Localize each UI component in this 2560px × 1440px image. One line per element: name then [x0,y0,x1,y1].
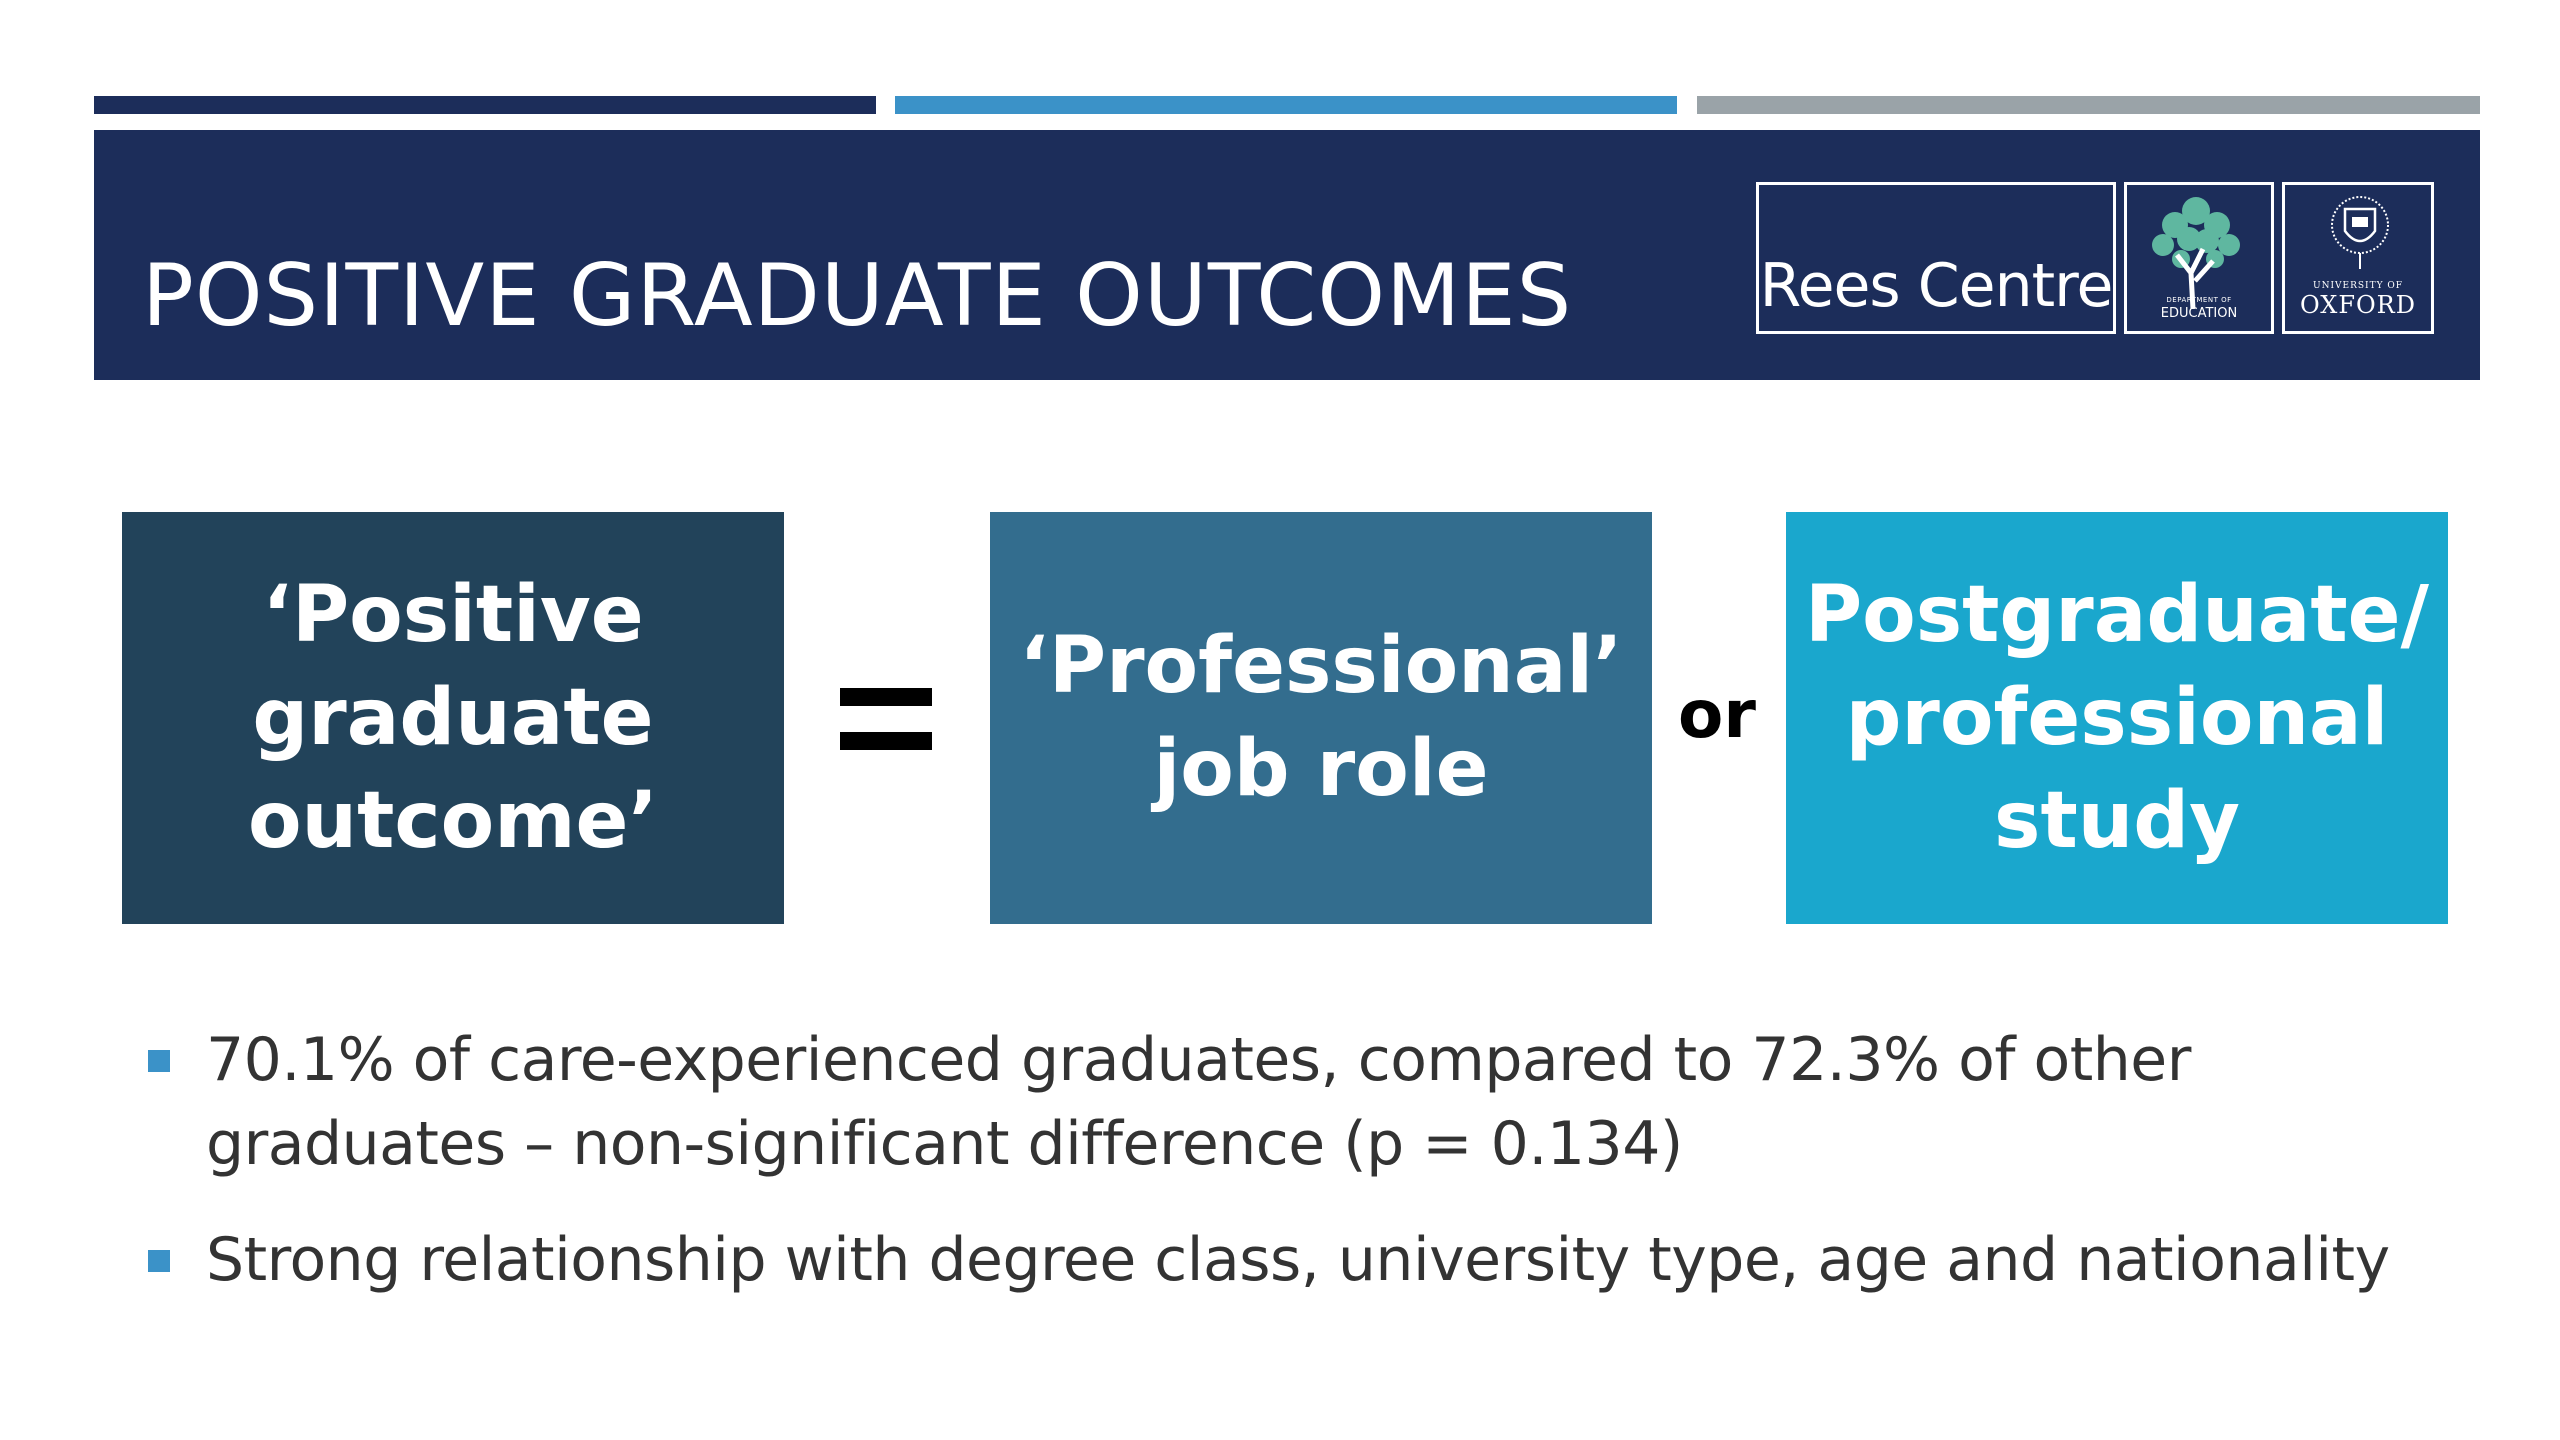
positive-outcome-box: ‘Positive graduate outcome’ [122,512,784,924]
logo-group: Rees Centre DEPARTMENT OF E [1756,182,2434,334]
square-bullet-icon [148,1250,170,1272]
equals-sign [840,688,932,750]
equals-bar-top [840,688,932,706]
rees-centre-logo: Rees Centre [1756,182,2116,334]
postgraduate-study-label: Postgraduate/ professional study [1804,569,2430,866]
accent-bar-grey [1697,96,2480,114]
square-bullet-icon [148,1050,170,1072]
edu-name-label: EDUCATION [2160,306,2238,321]
title-banner: POSITIVE GRADUATE OUTCOMES Rees Centre [94,130,2480,380]
bullet-list: 70.1% of care-experienced graduates, com… [148,1018,2438,1302]
bullet-item: 70.1% of care-experienced graduates, com… [148,1018,2438,1186]
oxford-logo-text: UNIVERSITY OF OXFORD [2285,281,2431,319]
postgraduate-study-box: Postgraduate/ professional study [1786,512,2448,924]
university-of-oxford-logo: UNIVERSITY OF OXFORD [2282,182,2434,334]
education-logo-text: DEPARTMENT OF EDUCATION [2127,293,2271,321]
tree-icon [2152,197,2240,309]
slide-title: POSITIVE GRADUATE OUTCOMES [142,246,1573,346]
oxford-uni-label: UNIVERSITY OF [2312,281,2403,291]
oxford-crest-icon [2331,196,2389,269]
bullet-item: Strong relationship with degree class, u… [148,1218,2438,1302]
accent-bar-blue [895,96,1677,114]
department-of-education-logo: DEPARTMENT OF EDUCATION [2124,182,2274,334]
or-connector: or [1678,676,1756,753]
accent-bar-dark [94,96,876,114]
professional-job-label: ‘Professional’ job role [1019,621,1623,814]
bullet-text: 70.1% of care-experienced graduates, com… [206,1025,2191,1179]
rees-centre-wordmark: Rees Centre [1759,251,2114,321]
equals-bar-bottom [840,732,932,750]
oxford-name-label: OXFORD [2300,291,2416,319]
positive-outcome-label: ‘Positive graduate outcome’ [247,569,659,866]
bullet-text: Strong relationship with degree class, u… [206,1225,2390,1295]
professional-job-box: ‘Professional’ job role [990,512,1652,924]
edu-dept-label: DEPARTMENT OF [2166,296,2232,304]
